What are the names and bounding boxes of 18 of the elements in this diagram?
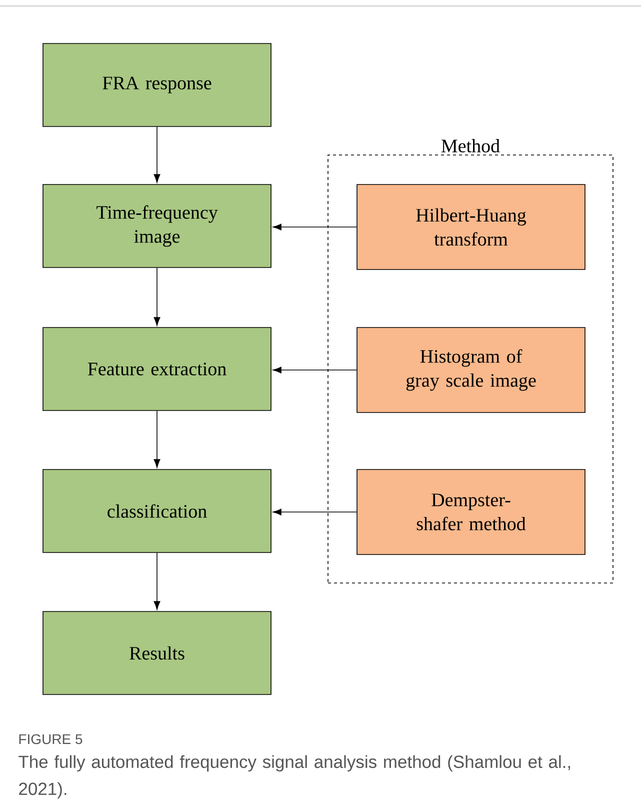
process-box: Hilbert-Huang transform [356,184,586,270]
figure-number: FIGURE 5 [19,734,82,744]
arrow [272,224,357,230]
process-box: Feature extraction [42,327,272,411]
process-box: Histogram of gray scale image [356,327,586,413]
node-label: Method [442,139,500,152]
process-box: Time-frequency image [42,184,272,268]
caption: The fully automated frequency signal analysis method (Shamlou et al., 2021). [18,755,570,799]
arrow [154,268,160,326]
arrow [154,410,160,468]
arrow [154,126,160,183]
arrow [154,552,160,610]
process-box: classification [42,469,272,553]
arrow [272,366,357,374]
process-box: Dempster-shafer method [356,469,586,555]
arrow [272,508,357,516]
process-box: FRA response [42,43,272,127]
process-box: Results [42,611,272,695]
